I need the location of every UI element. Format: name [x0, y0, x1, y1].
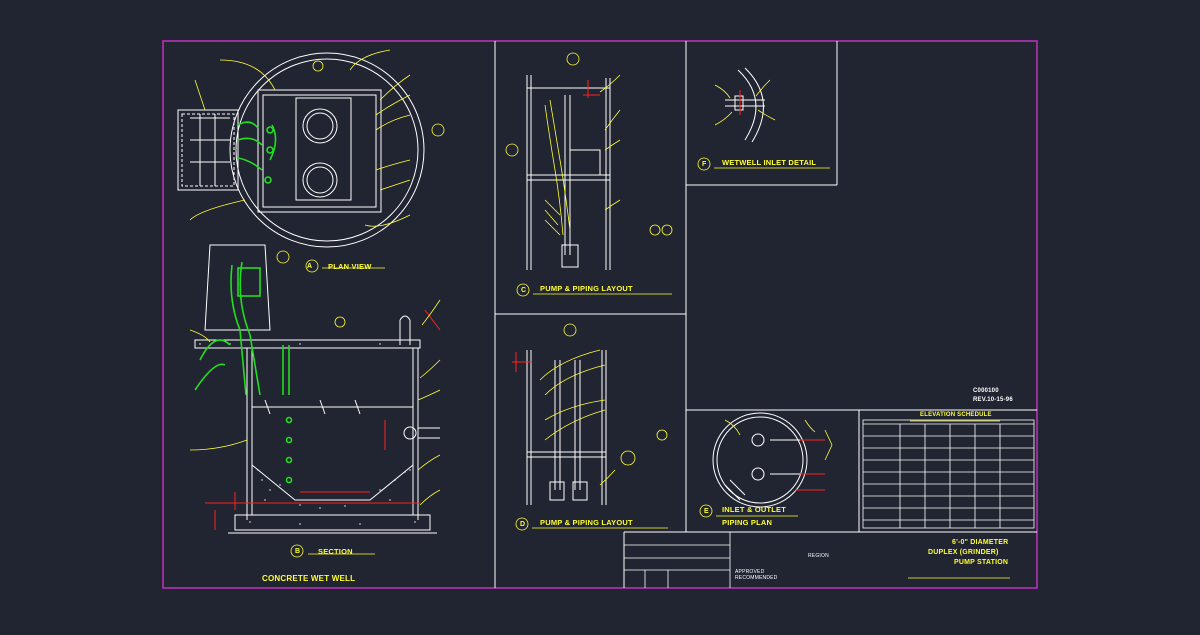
inlet-outlet-annotations: [699, 419, 833, 518]
drawing-number: C000100: [973, 388, 999, 394]
inlet-detail-annotations: [697, 79, 830, 171]
section-letter: B: [295, 548, 301, 555]
elevation-schedule-table: [862, 419, 1035, 529]
revision: REV.10-15-96: [973, 397, 1013, 403]
title-block-lines: [624, 532, 731, 588]
section-view-drawing: [194, 244, 440, 534]
title-block-recommended: RECOMMENDED: [735, 575, 778, 581]
pump-layout-d-title: PUMP & PIPING LAYOUT: [540, 518, 633, 527]
sheet-border: [162, 40, 1038, 589]
inlet-outlet-title-line2: PIPING PLAN: [722, 518, 773, 527]
section-view-annotations: [189, 299, 441, 558]
pump-layout-c-title: PUMP & PIPING LAYOUT: [540, 284, 633, 293]
inlet-outlet-letter: E: [704, 508, 709, 515]
pump-layout-c-dimensions: [583, 80, 600, 98]
plan-view-annotations: [189, 49, 445, 273]
station-title-line3: PUMP STATION: [954, 559, 1009, 566]
panel-dividers: [494, 41, 1037, 588]
plan-view-drawing: [177, 52, 425, 248]
plan-view-letter: A: [307, 263, 313, 270]
pump-layout-c-drawing: [526, 75, 611, 270]
inlet-detail-letter: F: [702, 161, 707, 168]
title-block-approved: APPROVED: [735, 569, 765, 575]
station-title-line2: DUPLEX (GRINDER): [928, 549, 999, 556]
inlet-outlet-dimensions: [795, 439, 825, 491]
inlet-outlet-title-line1: INLET & OUTLET: [722, 505, 787, 514]
plan-view-title: PLAN VIEW: [328, 262, 372, 271]
section-view-dimensions: [205, 309, 441, 530]
station-title-line1: 6'-0" DIAMETER: [952, 539, 1009, 546]
section-view-concrete: [199, 343, 416, 525]
title-block-region: REGION: [808, 553, 829, 559]
main-title: CONCRETE WET WELL: [262, 574, 356, 583]
pump-layout-d-drawing: [526, 350, 607, 505]
pump-layout-c-annotations: [505, 52, 673, 297]
section-title: SECTION: [318, 547, 353, 556]
inlet-detail-drawing: [725, 67, 765, 143]
pump-layout-c-letter: C: [521, 287, 527, 294]
pump-layout-d-dimensions: [512, 352, 532, 372]
pump-layout-d-letter: D: [520, 521, 526, 528]
inlet-outlet-drawing: [712, 412, 808, 508]
inlet-detail-title: WETWELL INLET DETAIL: [722, 158, 817, 167]
plan-view-equipment: [237, 121, 277, 184]
elevation-schedule-title: ELEVATION SCHEDULE: [920, 412, 992, 418]
section-view-equipment: [194, 261, 293, 484]
pump-layout-d-annotations: [515, 323, 668, 531]
